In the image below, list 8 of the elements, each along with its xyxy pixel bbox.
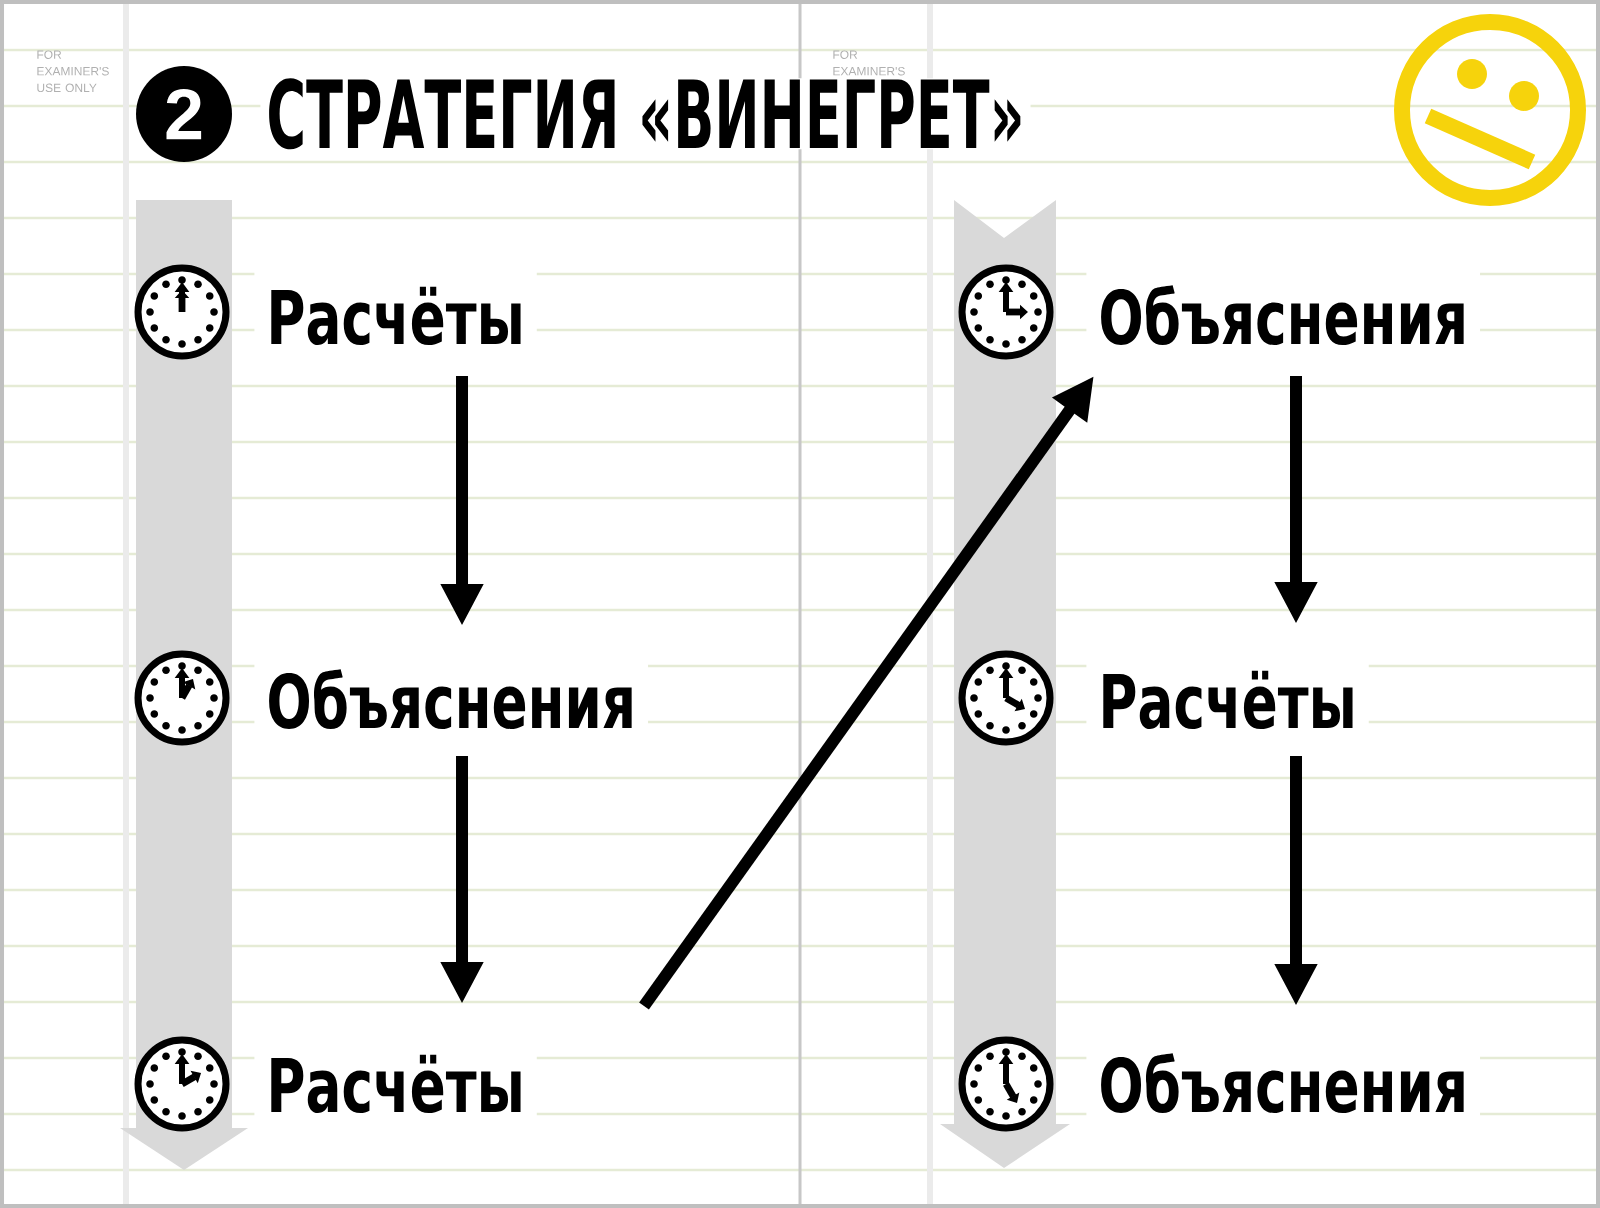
step-label: Расчёты (1086, 654, 1369, 746)
step-label: Расчёты (254, 1038, 537, 1130)
step-label: Объяснения (1086, 269, 1481, 362)
step-label: Объяснения (254, 653, 649, 746)
step-label: Расчёты (254, 270, 537, 362)
step-label: Объяснения (1086, 1037, 1481, 1130)
title: СТРАТЕГИЯ «ВИНЕГРЕТ» (260, 78, 1031, 150)
number-badge: 2 (136, 66, 232, 162)
